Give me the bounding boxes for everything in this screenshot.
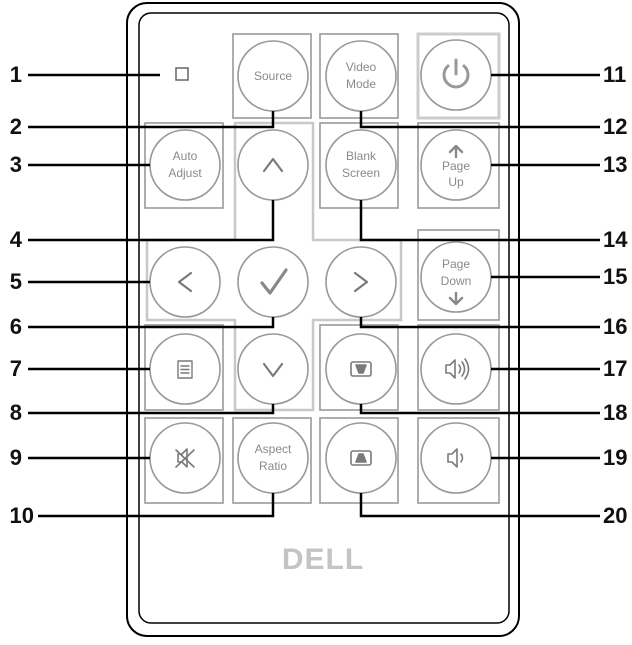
source-label: Source [254, 69, 292, 83]
chevron-down-icon [262, 362, 284, 378]
frame-keystone-down [319, 417, 399, 504]
volume-up-button[interactable] [420, 333, 492, 405]
blank-screen-label-2: Screen [342, 166, 380, 180]
callout-2: 2 [9, 114, 22, 139]
page-up-arrow-icon [448, 144, 464, 159]
leader-20 [359, 493, 600, 518]
frame-page-down [417, 229, 500, 321]
blank-screen-label-1: Blank [346, 149, 377, 163]
callout-14: 14 [603, 227, 628, 252]
chevron-right-icon [353, 271, 369, 293]
laser-icon [175, 67, 189, 81]
callout-11: 11 [603, 62, 627, 87]
frame-volume-up [417, 324, 500, 411]
auto-adjust-label-2: Adjust [168, 166, 202, 180]
power-icon [442, 58, 470, 89]
page-down-label-1: Page [442, 257, 470, 271]
blank-screen-button[interactable] [325, 129, 397, 201]
leader-14 [359, 200, 600, 242]
aspect-ratio-label-2: Ratio [259, 459, 287, 473]
aspect-ratio-label-1: Aspect [255, 442, 292, 456]
auto-adjust-label-1: Auto [173, 149, 198, 163]
callout-20: 20 [603, 503, 628, 528]
frame-menu [144, 324, 224, 411]
leader-10 [38, 493, 275, 518]
page-down-arrow-icon [448, 291, 464, 306]
page-down-label-2: Down [441, 274, 472, 288]
video-mode-button[interactable] [325, 40, 397, 112]
leader-18 [359, 404, 600, 415]
checkmark-icon [260, 268, 288, 295]
frame-video-mode [319, 33, 399, 119]
callout-15: 15 [603, 264, 628, 289]
enter-button[interactable] [237, 246, 309, 318]
keystone-up-icon [350, 361, 372, 377]
volume-up-icon [445, 358, 470, 380]
frame-blank-screen [319, 122, 399, 209]
dell-logo: DELL [282, 543, 364, 576]
callout-18: 18 [603, 400, 628, 425]
video-mode-label-1: Video [346, 60, 377, 74]
right-button[interactable] [325, 246, 397, 318]
frame-keystone-up [319, 324, 399, 411]
leader-4 [28, 200, 275, 242]
leader-8 [28, 404, 275, 415]
callout-7: 7 [9, 356, 22, 381]
video-mode-label-2: Mode [346, 77, 376, 91]
callout-1: 1 [9, 62, 22, 87]
left-button[interactable] [149, 246, 221, 318]
callout-19: 19 [603, 445, 628, 470]
mute-icon [175, 448, 195, 468]
frame-volume-down [417, 417, 500, 504]
up-button[interactable] [237, 129, 309, 201]
chevron-left-icon [177, 271, 193, 293]
menu-icon [177, 360, 193, 379]
callout-9: 9 [9, 445, 22, 470]
callout-6: 6 [9, 314, 22, 339]
keystone-down-icon [350, 450, 372, 466]
down-button[interactable] [237, 333, 309, 405]
leader-12 [359, 111, 600, 129]
leader-16 [359, 317, 600, 329]
page-up-label-2: Up [448, 175, 464, 189]
frame-mute [144, 417, 224, 504]
leader-6 [28, 317, 275, 329]
aspect-ratio-button[interactable] [237, 422, 309, 494]
remote-inner-border [138, 12, 510, 624]
callout-8: 8 [9, 400, 22, 425]
volume-down-button[interactable] [420, 422, 492, 494]
volume-down-icon [447, 448, 464, 468]
callout-12: 12 [603, 114, 628, 139]
callout-5: 5 [9, 269, 22, 294]
auto-adjust-button[interactable] [149, 129, 221, 201]
callout-3: 3 [9, 152, 22, 177]
leader-2 [28, 111, 275, 129]
page-up-label-1: Page [442, 159, 470, 173]
callout-4: 4 [9, 227, 22, 252]
callout-16: 16 [603, 314, 628, 339]
callout-17: 17 [603, 356, 628, 381]
callout-10: 10 [9, 503, 34, 528]
chevron-up-icon [262, 157, 284, 173]
callout-13: 13 [603, 152, 628, 177]
